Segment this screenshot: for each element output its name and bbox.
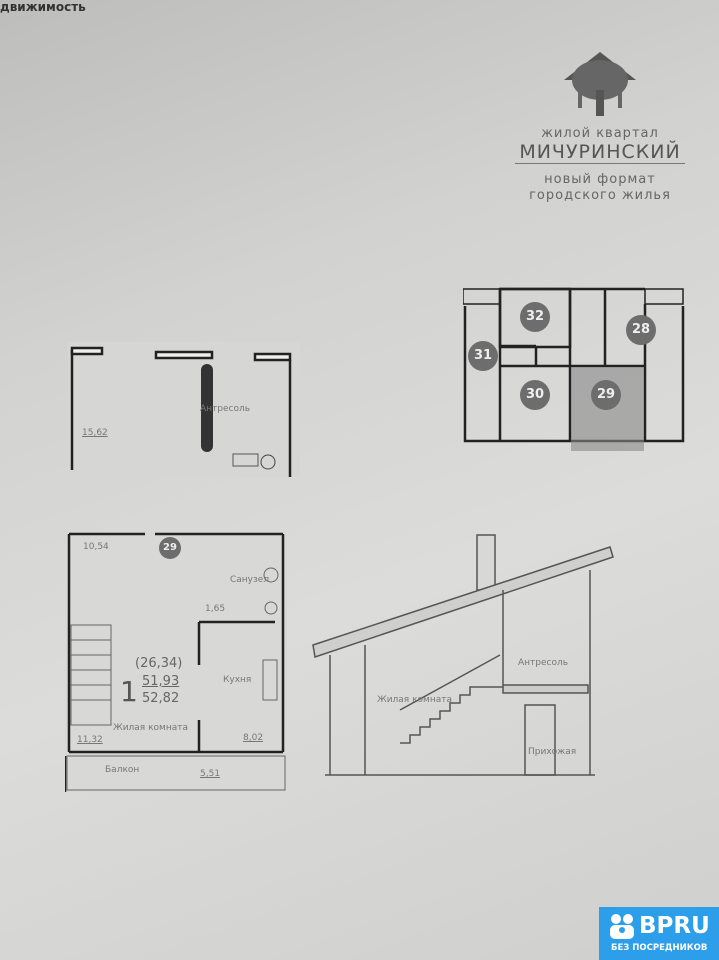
section-hallway-label: Прихожая — [528, 747, 577, 757]
top-area: 10,54 — [83, 542, 109, 552]
unit-badge-28: 28 — [626, 315, 656, 345]
mezzanine-plan: 15,62 Антресоль — [68, 342, 300, 477]
hall-area: 8,02 — [243, 733, 264, 743]
unit-badge-29: 29 — [591, 380, 621, 410]
mezzanine-label: Антресоль — [200, 404, 251, 414]
bathroom-area: 1,65 — [205, 604, 226, 614]
bpru-watermark: BPRU БЕЗ ПОСРЕДНИКОВ — [599, 907, 719, 960]
unit-badge-32: 32 — [520, 302, 550, 332]
balcony-area: 5,51 — [200, 769, 221, 779]
bathroom-label: Санузел — [230, 575, 270, 585]
section-living-room-label: Жилая комната — [377, 695, 452, 705]
balcony-label: Балкон — [105, 765, 140, 775]
building-key-plan: 32 31 28 30 29 — [463, 286, 688, 456]
header-text: движимость — [0, 0, 86, 14]
apartment-floor-plan: 29 10,54 Санузел 1,65 Кухня 1 (26,34) 51… — [65, 530, 287, 792]
unit-badge: 29 — [159, 537, 181, 559]
logo-name: МИЧУРИНСКИЙ — [515, 141, 685, 164]
kitchen-label: Кухня — [223, 675, 252, 685]
unit-badge-31: 31 — [468, 341, 498, 371]
tree-icon — [564, 52, 636, 116]
complex-logo: жилой квартал МИЧУРИНСКИЙ новый формат г… — [505, 50, 695, 204]
tagline-2: городского жилья — [529, 188, 671, 203]
rooms-count: 1 — [120, 675, 138, 708]
unit-badge-30: 30 — [520, 380, 550, 410]
logo-subtitle: жилой квартал — [541, 126, 659, 141]
tagline-1: новый формат — [544, 172, 656, 187]
bpru-subtitle: БЕЗ ПОСРЕДНИКОВ — [611, 943, 708, 953]
living-room-area: 11,32 — [77, 735, 103, 745]
section-mezzanine-label: Антресоль — [518, 658, 569, 668]
bpru-brand: BPRU — [639, 913, 710, 939]
living-total-area: 51,93 — [142, 674, 180, 689]
living-room-label: Жилая комната — [113, 723, 188, 733]
total-area: 52,82 — [142, 691, 180, 706]
mezzanine-area: 15,62 — [82, 428, 108, 438]
building-section: Антресоль Жилая комната Прихожая — [305, 525, 615, 785]
people-icon — [610, 914, 634, 939]
area-with-balcony: (26,34) — [135, 656, 183, 671]
